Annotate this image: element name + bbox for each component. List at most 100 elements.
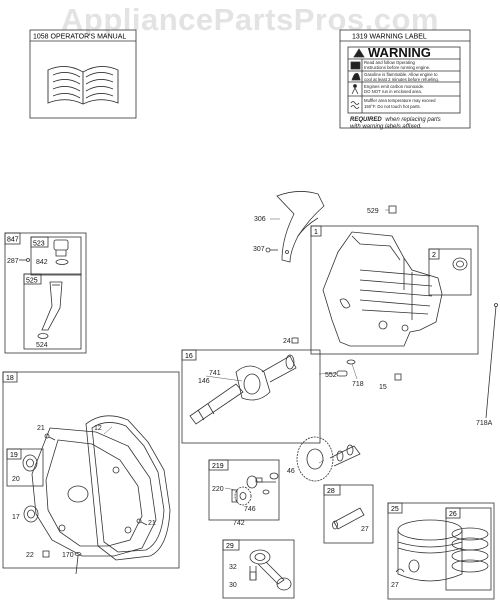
- part-718a-label: 718A: [476, 420, 493, 427]
- seal-2[interactable]: [452, 257, 468, 271]
- screw-21b[interactable]: [136, 518, 148, 526]
- box-1-label: 1: [314, 229, 318, 236]
- part-12-label: 12: [94, 425, 102, 432]
- part-842-label: 842: [36, 259, 48, 266]
- seal-20[interactable]: [22, 454, 38, 472]
- box-2-label: 2: [432, 252, 436, 259]
- plug-529[interactable]: [388, 205, 397, 214]
- box-18-label: 18: [6, 375, 14, 382]
- box-28-label: 28: [327, 488, 335, 495]
- part-524-label: 524: [36, 342, 48, 349]
- warning-line-6: DO NOT run in enclosed area.: [364, 89, 422, 94]
- seal-524[interactable]: [37, 333, 49, 339]
- box-16-label: 16: [185, 353, 193, 360]
- tappet[interactable]: [332, 507, 365, 530]
- warning-line-5: Engines emit carbon monoxide.: [364, 84, 424, 89]
- dowel-718[interactable]: [346, 359, 356, 365]
- part-20-label: 20: [12, 476, 20, 483]
- part-746-label: 746: [244, 506, 256, 513]
- warning-line-7: Muffler area temperature may exceed: [364, 98, 436, 103]
- watermark: AppliancePartsPros.com: [61, 2, 439, 37]
- cylinder-block[interactable]: [322, 231, 443, 347]
- box-25-label: 25: [391, 506, 399, 513]
- warning-line-8: 150°F. Do not touch hot parts.: [364, 104, 421, 109]
- part-32-label: 32: [229, 564, 237, 571]
- dipstick-wire-718a[interactable]: [485, 303, 498, 419]
- camshaft[interactable]: [296, 436, 361, 482]
- part-741-label: 741: [209, 370, 221, 377]
- warning-label-box[interactable]: [339, 29, 471, 129]
- part-529-label: 529: [367, 208, 379, 215]
- warning-heading: WARNING: [368, 45, 431, 60]
- bolt-170[interactable]: [74, 552, 82, 575]
- dowel-552[interactable]: [336, 370, 348, 377]
- part-17-label: 17: [12, 514, 20, 521]
- box-847-label: 847: [7, 237, 19, 244]
- box-847[interactable]: [4, 232, 87, 354]
- required-bold: REQUIRED: [350, 117, 382, 123]
- part-27a-label: 27: [361, 526, 369, 533]
- required-line-2: with warning labels affixed.: [350, 124, 422, 130]
- connecting-rod[interactable]: [249, 549, 292, 591]
- box-18[interactable]: [2, 371, 180, 569]
- crankshaft[interactable]: [189, 354, 297, 425]
- box-219-label: 219: [212, 463, 224, 470]
- required-note: REQUIRED when replacing parts: [350, 117, 441, 123]
- oil-fill-tube[interactable]: [41, 281, 63, 331]
- part-306-label: 306: [254, 216, 266, 223]
- plug-22[interactable]: [42, 550, 50, 558]
- screw-307[interactable]: [265, 247, 278, 253]
- box-19-label: 19: [10, 452, 18, 459]
- part-21a-label: 21: [37, 425, 45, 432]
- required-rest: when replacing parts: [385, 117, 440, 123]
- warning-label-group[interactable]: [339, 29, 471, 133]
- governor-gear[interactable]: [231, 475, 276, 506]
- operators-manual-box[interactable]: [29, 29, 137, 119]
- part-146-label: 146: [198, 378, 210, 385]
- box-1[interactable]: [310, 225, 479, 355]
- o-ring-842[interactable]: [55, 259, 69, 265]
- washer-742[interactable]: [262, 489, 270, 495]
- warning-line-1: Read and follow Operating: [364, 60, 415, 65]
- box-28[interactable]: [323, 484, 374, 544]
- warning-line-4: cool at least 2 minutes before refueling…: [364, 77, 439, 82]
- gasket-12[interactable]: [85, 415, 171, 561]
- box-26[interactable]: [445, 507, 492, 591]
- warning-line-2: Instructions before running engine.: [364, 65, 430, 70]
- box-25[interactable]: [387, 502, 495, 600]
- bolt-287[interactable]: [19, 258, 30, 262]
- part-220-label: 220: [212, 486, 224, 493]
- piston-rings[interactable]: [451, 527, 489, 573]
- box-523[interactable]: [30, 236, 82, 276]
- operators-manual-group[interactable]: [29, 29, 137, 119]
- seal-17[interactable]: [23, 505, 39, 523]
- box-29-label: 29: [226, 543, 234, 550]
- part-15-label: 15: [379, 384, 387, 391]
- box-16[interactable]: [181, 349, 321, 444]
- box-29[interactable]: [222, 539, 295, 599]
- box-525-label: 525: [26, 278, 38, 285]
- part-22-label: 22: [26, 552, 34, 559]
- clip-27b[interactable]: [395, 568, 405, 573]
- plug-15[interactable]: [394, 373, 402, 381]
- box-523-label: 523: [33, 241, 45, 248]
- box-2[interactable]: [428, 248, 472, 296]
- part-742-label: 742: [233, 520, 245, 527]
- part-287-label: 287: [7, 258, 19, 265]
- dipstick-cap[interactable]: [53, 239, 69, 257]
- warning-line-3: Gasoline is flammable. Allow engine to: [364, 72, 438, 77]
- hot-surface-icon: [350, 101, 360, 109]
- person-icon: [351, 84, 359, 95]
- warning-label-title-label: 1319 WARNING LABEL: [352, 34, 427, 41]
- box-525[interactable]: [23, 273, 82, 350]
- box-219[interactable]: [208, 459, 280, 521]
- pin-24[interactable]: [291, 337, 299, 344]
- spool-746[interactable]: [255, 472, 279, 483]
- screw-30[interactable]: [249, 571, 257, 581]
- piston[interactable]: [397, 519, 463, 582]
- screw-21a[interactable]: [44, 433, 56, 441]
- box-19[interactable]: [6, 448, 44, 487]
- cylinder-shroud[interactable]: [276, 191, 325, 263]
- part-30-label: 30: [229, 582, 237, 589]
